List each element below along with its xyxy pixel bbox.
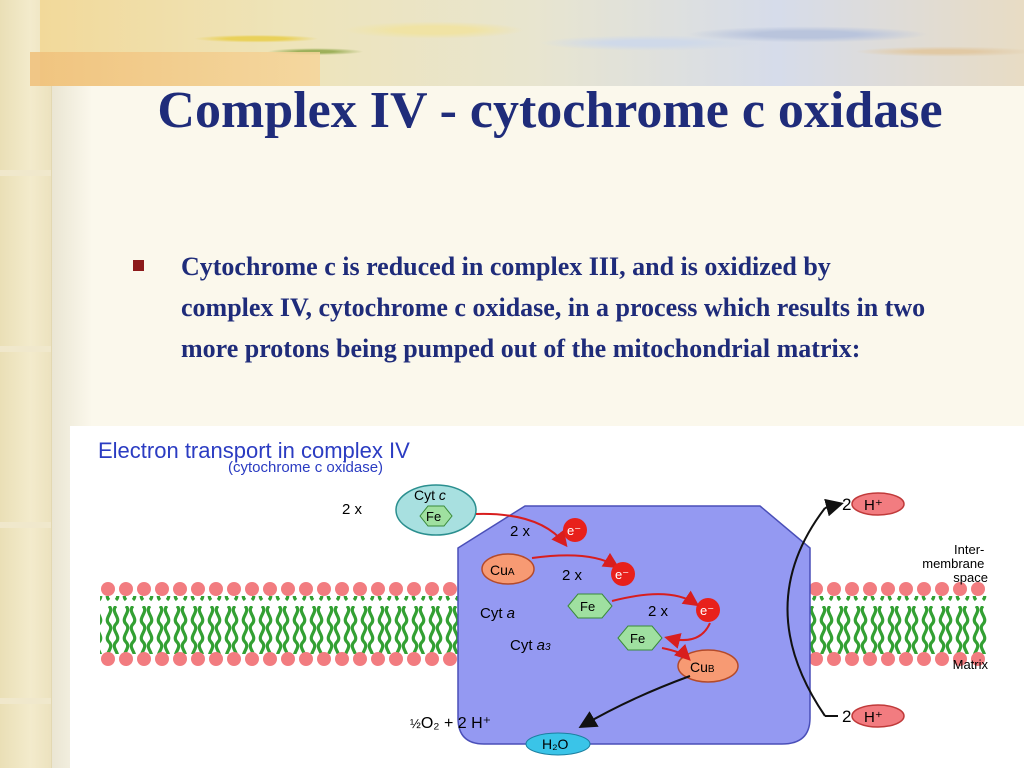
lipid-bilayer <box>100 582 988 666</box>
proton-count-top: 2 <box>842 495 851 514</box>
cytc-count: 2 x <box>342 501 363 518</box>
electron-symbol-3: e⁻ <box>700 603 714 618</box>
square-bullet-icon <box>133 260 144 271</box>
electron-count-2: 2 x <box>562 567 583 584</box>
svg-text:CuA: CuA <box>490 562 515 578</box>
figure-subheading: (cytochrome c oxidase) <box>228 459 383 476</box>
intermembrane-line3: space <box>953 570 988 585</box>
cyta3-heme <box>617 625 663 651</box>
electron-to-oxygen-arrow <box>578 675 691 729</box>
proton-bottom <box>851 704 905 728</box>
svg-text:Cyt a: Cyt a <box>480 605 515 622</box>
proton-top <box>851 492 905 516</box>
svg-text:Inter- membrane sp: Inter- membrane space <box>922 542 988 585</box>
reaction-text: O₂ + 2 H⁺ <box>421 715 491 732</box>
cytc-fe-label: Fe <box>426 509 441 524</box>
water-label: H₂O <box>542 736 569 752</box>
cua-sub: A <box>508 567 515 578</box>
left-decorative-strip <box>0 0 52 768</box>
proton-symbol-bottom: H⁺ <box>864 709 883 726</box>
complex-iv-diagram: Electron transport in complex IV (cytoch… <box>98 438 989 756</box>
electron-transport-figure: Electron transport in complex IV (cytoch… <box>70 426 1024 768</box>
slide-title: Complex IV - cytochrome c oxidase <box>157 82 943 139</box>
reaction-half: ½ <box>410 716 421 731</box>
electron-symbol-1: e⁻ <box>567 523 581 538</box>
cub-label: Cu <box>690 659 708 675</box>
proton-symbol-top: H⁺ <box>864 497 883 514</box>
intermembrane-line1: Inter- <box>954 542 984 557</box>
cyta3-italic: a <box>537 637 545 654</box>
electron-symbol-2: e⁻ <box>615 567 629 582</box>
svg-text:CuB: CuB <box>690 659 715 675</box>
banner-accent <box>30 52 320 86</box>
svg-text:Cyt c: Cyt c <box>414 487 446 503</box>
proton-pump-arrow <box>786 507 826 717</box>
svg-text:½O₂ + 2 H⁺: ½O₂ + 2 H⁺ <box>410 715 491 732</box>
complex-iv-protein <box>457 505 811 745</box>
bullet-item: Cytochrome c is reduced in complex III, … <box>133 246 933 369</box>
cyta-heme <box>567 593 613 619</box>
cyta-label: Cyt <box>480 605 503 622</box>
electron-count-1: 2 x <box>510 523 531 540</box>
cytochrome-c: 2 x Cyt c Fe <box>342 484 477 536</box>
electron-count-3: 2 x <box>648 603 669 620</box>
cyta-italic: a <box>507 605 515 622</box>
intermembrane-line2: membrane <box>922 556 984 571</box>
cub-center <box>677 649 739 683</box>
figure-heading: Electron transport in complex IV <box>98 438 410 463</box>
cyta-fe-label: Fe <box>580 599 595 614</box>
cyta3-sub: 3 <box>545 642 551 653</box>
matrix-label: Matrix <box>953 657 989 672</box>
cua-label: Cu <box>490 562 508 578</box>
cyta3-fe-label: Fe <box>630 631 645 646</box>
cyta3-label: Cyt <box>510 637 533 654</box>
cub-sub: B <box>708 664 715 675</box>
cytc-label: Cyt <box>414 487 435 503</box>
cytc-italic: c <box>439 487 446 503</box>
bullet-text: Cytochrome c is reduced in complex III, … <box>181 252 926 363</box>
water-product <box>525 732 591 756</box>
proton-count-bottom: 2 <box>842 707 851 726</box>
cua-center <box>481 553 535 585</box>
svg-text:Cyt a3: Cyt a3 <box>510 637 551 654</box>
